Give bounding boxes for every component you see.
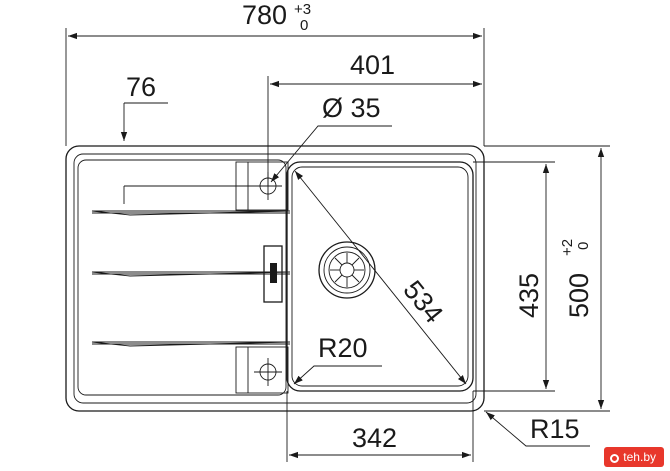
dimension-bowl-width: 342 <box>286 391 474 462</box>
tap-hole-boss-bottom <box>235 346 289 394</box>
dimension-tap-hole-diameter: Ø 35 <box>270 93 392 183</box>
dimension-overall-depth: 500 +2 0 <box>484 145 610 412</box>
sink-outer-edge <box>65 145 485 412</box>
bowl <box>286 161 474 392</box>
dimension-overall-width: 780 +3 0 <box>65 0 485 146</box>
sink-inner-edge <box>73 153 477 404</box>
inner-radius-value: R20 <box>318 333 368 363</box>
overall-depth-tol-upper: +2 <box>559 239 576 256</box>
bowl-depth-value: 435 <box>514 273 544 318</box>
sink-outline <box>65 145 485 412</box>
tap-hole-diameter-value: Ø 35 <box>322 93 381 123</box>
drain <box>318 241 376 299</box>
drain-offset-value: 401 <box>350 50 395 80</box>
drainboard-surface <box>77 159 287 396</box>
overall-width-tol-upper: +3 <box>294 1 311 18</box>
tap-hole-offset-value: 76 <box>126 72 156 102</box>
overflow-slot <box>263 245 283 303</box>
dimension-tap-hole-offset: 76 <box>120 72 262 204</box>
drainboard <box>77 159 291 396</box>
dimension-drain-offset: 401 <box>267 50 482 186</box>
outer-radius-value: R15 <box>530 414 580 444</box>
dimension-outer-radius: R15 <box>485 411 590 447</box>
overall-width-value: 780 <box>242 0 287 30</box>
bowl-outline <box>286 161 474 392</box>
dimension-inner-radius: R20 <box>293 333 382 385</box>
tap-hole-bottom <box>254 358 282 386</box>
diagonal-value: 534 <box>397 275 449 329</box>
overall-width-tol-lower: 0 <box>300 17 308 34</box>
watermark-badge[interactable]: teh.by <box>604 447 664 467</box>
bowl-inner-outline <box>291 166 469 387</box>
dimension-bowl-depth: 435 <box>473 161 555 392</box>
watermark-text: teh.by <box>623 450 656 464</box>
overall-depth-value: 500 <box>564 273 594 318</box>
watermark-logo-icon <box>610 454 620 463</box>
overall-depth-tol-lower: 0 <box>575 242 592 250</box>
bowl-width-value: 342 <box>352 423 397 453</box>
overflow-slot-inner <box>270 263 277 283</box>
